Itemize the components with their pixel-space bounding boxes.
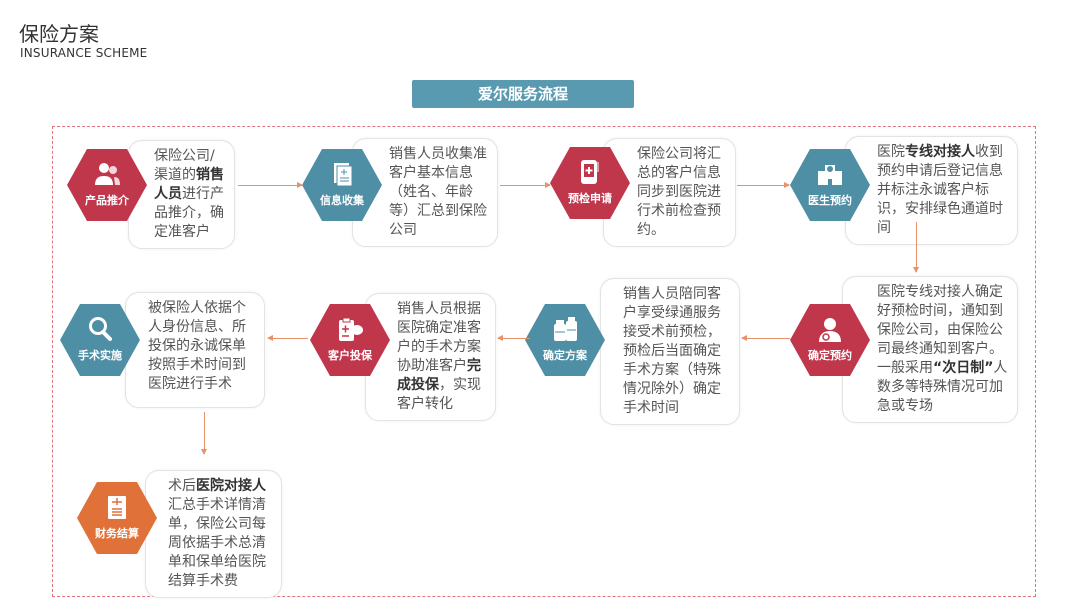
step-text: 医院	[877, 144, 905, 160]
arrow-7-8	[267, 335, 308, 341]
medicine-bottles-icon	[554, 317, 577, 341]
step-label: 财务结算	[95, 527, 139, 540]
step-text: 保险公司将汇总的客户信息同步到医院进行术前检查预约。	[637, 146, 721, 238]
page-title: 保险方案	[19, 22, 99, 46]
step-description: 被保险人依据个人身份信息、所投保的永诚保单按照手术时间到医院进行手术	[125, 292, 265, 408]
step-text-bold: “次日制”	[933, 360, 994, 376]
step-label: 确定预约	[808, 349, 852, 362]
document-icon	[334, 163, 353, 187]
invoice-icon	[108, 496, 126, 519]
step-label: 信息收集	[320, 194, 364, 207]
step-description: 术后医院对接人汇总手术详情清单，保险公司每周依据手术总清单和保单给医院结算手术费	[145, 470, 282, 598]
step-hexagon: 客户投保	[310, 304, 390, 376]
step-text: 保险公司/渠道的	[154, 148, 215, 183]
step-description: 保险公司将汇总的客户信息同步到医院进行术前检查预约。	[603, 138, 736, 247]
users-icon	[95, 163, 120, 185]
step-text-bold: 医院对接人	[196, 478, 266, 494]
step-text: 销售人员收集准客户基本信息（姓名、年龄等）汇总到保险公司	[389, 146, 487, 238]
step-text: ，实现客户转化	[397, 377, 481, 412]
step-label: 医生预约	[808, 194, 852, 207]
arrow-5-6	[741, 335, 790, 341]
step-text: 收到预约申请后登记信息并标注永诚客户标识，安排绿色通道时间	[877, 144, 1003, 236]
step-text: 进行产品推介，确定准客户	[154, 186, 224, 240]
step-label: 预检申请	[568, 192, 612, 205]
search-icon	[89, 317, 112, 341]
step-description: 医院专线对接人确定好预检时间，通知到保险公司，由保险公司最终通知到客户。一般采用…	[842, 276, 1018, 423]
mobile-medical-icon	[581, 160, 599, 184]
doctor-icon	[819, 318, 841, 342]
step-text: 术后	[168, 478, 196, 494]
flow-title: 爱尔服务流程	[412, 80, 634, 108]
step-text: 医院专线对接人确定好预检时间，通知到保险公司，由保险公司最终通知到客户。一般采用	[877, 284, 1003, 376]
arrow-8-9	[201, 412, 207, 455]
hospital-icon	[818, 165, 842, 185]
step-text-bold: 专线对接人	[905, 144, 975, 160]
step-text: 人数多等特殊情况可加急或专场	[877, 360, 1008, 414]
arrow-2-3	[500, 182, 551, 188]
step-text: 销售人员陪同客户享受绿通服务接受术前预检，预检后当面确定手术方案（特殊情况除外）…	[623, 286, 721, 416]
step-text-bold: 销售人员	[154, 167, 224, 202]
page-subtitle: INSURANCE SCHEME	[20, 46, 148, 60]
step-text: 汇总手术详情清单，保险公司每周依据手术总清单和保单给医院结算手术费	[168, 497, 266, 589]
arrow-3-4	[737, 182, 790, 188]
step-description: 销售人员根据医院确定准客户的手术方案协助准客户完成投保，实现客户转化	[365, 293, 496, 421]
clipboard-chat-icon	[339, 317, 363, 341]
step-hexagon: 手术实施	[60, 304, 140, 376]
step-hexagon: 信息收集	[302, 149, 382, 221]
step-hexagon: 产品推介	[67, 149, 147, 221]
step-label: 客户投保	[328, 349, 372, 362]
step-description: 保险公司/渠道的销售人员进行产品推介，确定准客户	[128, 140, 235, 249]
step-text: 销售人员根据医院确定准客户的手术方案协助准客户	[397, 301, 481, 374]
arrow-6-7	[497, 335, 530, 341]
step-text: 被保险人依据个人身份信息、所投保的永诚保单按照手术时间到医院进行手术	[148, 300, 246, 392]
arrow-4-5	[913, 222, 919, 273]
step-label: 产品推介	[85, 194, 129, 207]
arrow-1-2	[238, 182, 303, 188]
step-label: 确定方案	[543, 349, 587, 362]
flow-frame	[52, 126, 1036, 597]
step-text-bold: 完成投保	[397, 358, 481, 393]
step-description: 销售人员陪同客户享受绿通服务接受术前预检，预检后当面确定手术方案（特殊情况除外）…	[600, 278, 740, 425]
step-label: 手术实施	[78, 349, 122, 362]
step-description: 医院专线对接人收到预约申请后登记信息并标注永诚客户标识，安排绿色通道时间	[845, 136, 1018, 245]
